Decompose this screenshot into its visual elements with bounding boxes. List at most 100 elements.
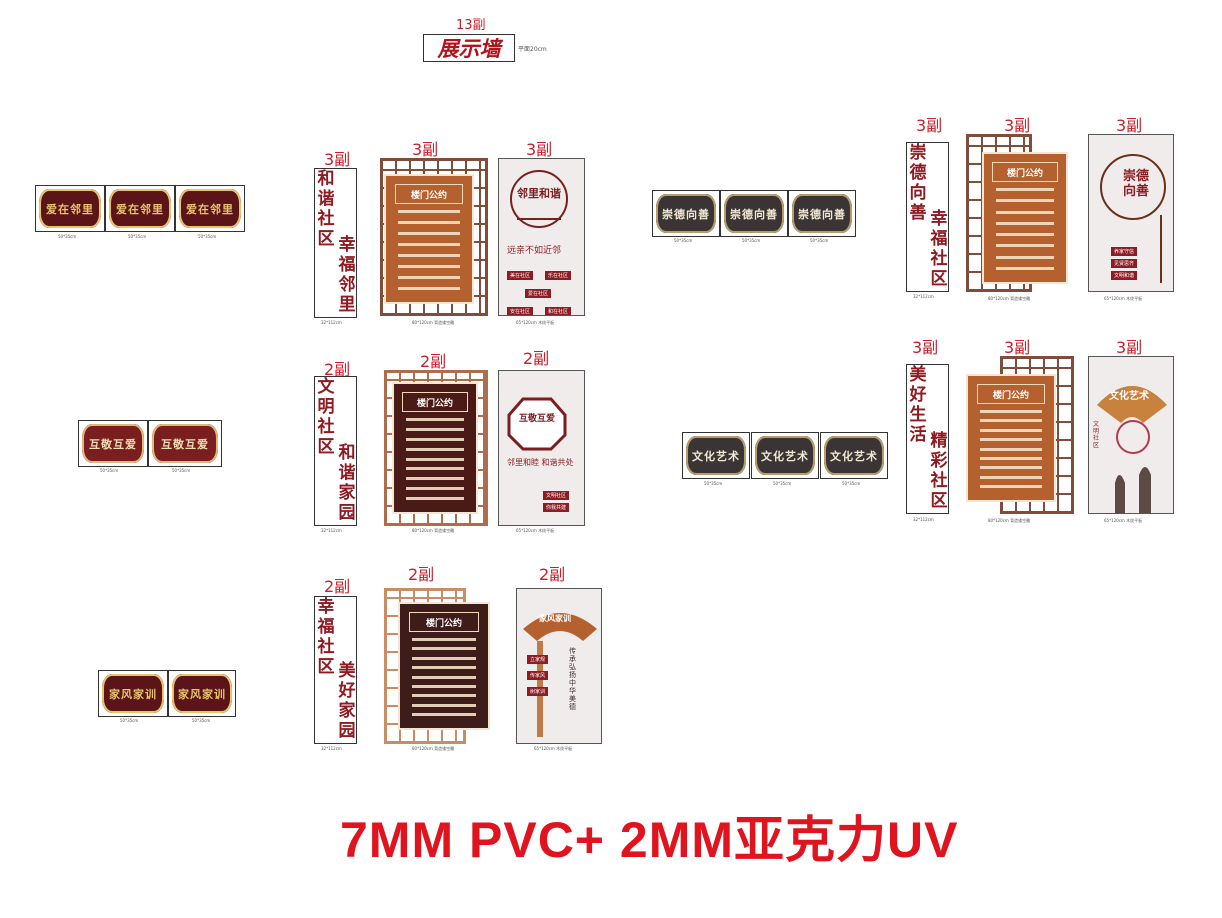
group4-count-strip: 3副 xyxy=(916,116,943,135)
plaque-label: 爱在邻里 xyxy=(39,189,101,228)
plaque-size: 50*35cm xyxy=(742,238,761,243)
plaque-size: 50*35cm xyxy=(704,481,723,486)
poster-size: 65*120cm 木纹平板 xyxy=(1104,296,1143,301)
poster-size: 65*120cm 木纹平板 xyxy=(534,746,573,751)
poster-art xyxy=(510,170,568,228)
poster-tag: 文明社区 xyxy=(543,491,570,500)
poster-title: 崇德向善 xyxy=(1122,169,1149,199)
board-text-lines xyxy=(412,638,476,716)
board-size: 80*120cm 背造镂空雕 xyxy=(988,296,1031,301)
poster-tag: 你我共建 xyxy=(543,503,570,512)
group2-count-board: 2副 xyxy=(420,352,447,371)
group3-count-poster: 2副 xyxy=(539,565,566,584)
plaque-card: 崇德向善 xyxy=(720,190,788,237)
group4-count-board: 3副 xyxy=(1004,116,1031,135)
plaque-size: 50*35cm xyxy=(192,718,211,723)
poster-art xyxy=(507,397,567,451)
strip-sign: 文明社区 和谐家园 xyxy=(314,376,357,526)
poster-tag: 安在社区 xyxy=(507,307,534,315)
board-panel: 楼门公约 xyxy=(966,374,1056,502)
board-sign: 楼门公约 xyxy=(380,158,488,316)
poster-tag: 乐在社区 xyxy=(545,271,572,280)
plaque-card: 家风家训 xyxy=(168,670,236,717)
plaque-card: 崇德向善 xyxy=(652,190,720,237)
plaque-label: 互敬互爱 xyxy=(82,424,144,463)
strip-left-text: 美好生活 xyxy=(909,365,927,445)
board-sign: 楼门公约 xyxy=(966,134,1070,292)
poster-sign: 文化艺术 文明社区 xyxy=(1088,356,1174,514)
plaque-card: 文化艺术 xyxy=(820,432,888,479)
poster-sign: 互敬互爱 邻里和睦 和谐共处 文明社区 你我共建 xyxy=(498,370,585,526)
poster-subtitle: 邻里和睦 和谐共处 xyxy=(507,458,574,467)
plaque-label: 文化艺术 xyxy=(755,436,815,475)
plaque-size: 50*35cm xyxy=(100,468,119,473)
board-text-lines xyxy=(406,418,464,500)
board-text-lines xyxy=(996,188,1054,270)
poster-size: 65*120cm 木纹平板 xyxy=(1104,518,1143,523)
plaque-label: 文化艺术 xyxy=(686,436,746,475)
material-title: 7MM PVC+ 2MM亚克力UV xyxy=(340,812,959,868)
poster-sign: 崇德向善 养家守信 见贤思齐 文明和谐 xyxy=(1088,134,1174,292)
plaque-card: 爱在邻里 xyxy=(105,185,175,232)
board-sign: 楼门公约 xyxy=(384,588,492,744)
group5-count-strip: 3副 xyxy=(912,338,939,357)
poster-tag: 立家规 xyxy=(527,655,549,664)
group5-count-board: 3副 xyxy=(1004,338,1031,357)
board-title: 楼门公约 xyxy=(976,384,1046,404)
strip-right-text: 幸福社区 xyxy=(930,209,948,289)
strip-left-text: 崇德向善 xyxy=(909,143,927,223)
poster-tag: 文明社区 xyxy=(1093,421,1100,449)
plaque-card: 文化艺术 xyxy=(751,432,819,479)
board-panel: 楼门公约 xyxy=(982,152,1068,284)
board-title: 楼门公约 xyxy=(992,162,1058,182)
plaque-size: 50*35cm xyxy=(172,468,191,473)
poster-tag: 树家训 xyxy=(527,687,549,696)
plaque-label: 爱在邻里 xyxy=(179,189,241,228)
plaque-card: 互敬互爱 xyxy=(148,420,222,467)
plaque-size: 50*35cm xyxy=(128,234,147,239)
poster-size: 65*120cm 木纹平板 xyxy=(516,320,555,325)
strip-size: 32*112cm xyxy=(913,294,934,299)
board-text-lines xyxy=(398,210,460,290)
plaque-card: 爱在邻里 xyxy=(175,185,245,232)
strip-sign: 美好生活 精彩社区 xyxy=(906,364,949,514)
group2-count-poster: 2副 xyxy=(523,349,550,368)
strip-right-text: 幸福邻里 xyxy=(338,235,356,315)
board-size: 80*120cm 背造镂空雕 xyxy=(412,320,455,325)
board-sign: 楼门公约 xyxy=(966,356,1074,514)
group1-count-board: 3副 xyxy=(412,140,439,159)
strip-size: 32*112cm xyxy=(913,517,934,522)
poster-sign: 邻里和谐 远亲不如近邻 美在社区 乐在社区 爱在社区 安在社区 和在社区 xyxy=(498,158,585,316)
plaque-card: 互敬互爱 xyxy=(78,420,148,467)
strip-right-text: 美好家园 xyxy=(338,661,356,741)
board-panel: 楼门公约 xyxy=(392,382,478,514)
strip-sign: 崇德向善 幸福社区 xyxy=(906,142,949,292)
strip-right-text: 精彩社区 xyxy=(930,431,948,511)
header-note: 平面20cm xyxy=(518,46,547,53)
poster-tag: 养家守信 xyxy=(1111,247,1138,256)
board-size: 80*120cm 背造镂空雕 xyxy=(412,528,455,533)
poster-subtitle: 传承弘扬中华美德 xyxy=(569,647,576,711)
plaque-size: 50*35cm xyxy=(810,238,829,243)
strip-sign: 和谐社区 幸福邻里 xyxy=(314,168,357,318)
strip-left-text: 和谐社区 xyxy=(317,169,335,249)
plaque-size: 50*35cm xyxy=(120,718,139,723)
strip-left-text: 文明社区 xyxy=(317,377,335,457)
board-size: 80*120cm 背造镂空雕 xyxy=(412,746,455,751)
poster-tag: 爱在社区 xyxy=(525,289,552,298)
strip-left-text: 幸福社区 xyxy=(317,597,335,677)
plaque-label: 家风家训 xyxy=(172,674,232,713)
strip-size: 32*112cm xyxy=(321,746,342,751)
plaque-label: 爱在邻里 xyxy=(109,189,171,228)
group2-count-strip: 2副 xyxy=(324,360,351,379)
board-size: 80*120cm 背造镂空雕 xyxy=(988,518,1031,523)
plaque-size: 50*35cm xyxy=(773,481,792,486)
board-title: 楼门公约 xyxy=(408,612,480,632)
poster-title: 文化艺术 xyxy=(1109,391,1149,402)
plaque-label: 文化艺术 xyxy=(824,436,884,475)
strip-size: 32*112cm xyxy=(321,528,342,533)
plaque-label: 崇德向善 xyxy=(656,194,716,233)
board-title: 楼门公约 xyxy=(402,392,468,412)
group3-count-strip: 2副 xyxy=(324,577,351,596)
poster-title: 互敬互爱 xyxy=(518,414,555,424)
